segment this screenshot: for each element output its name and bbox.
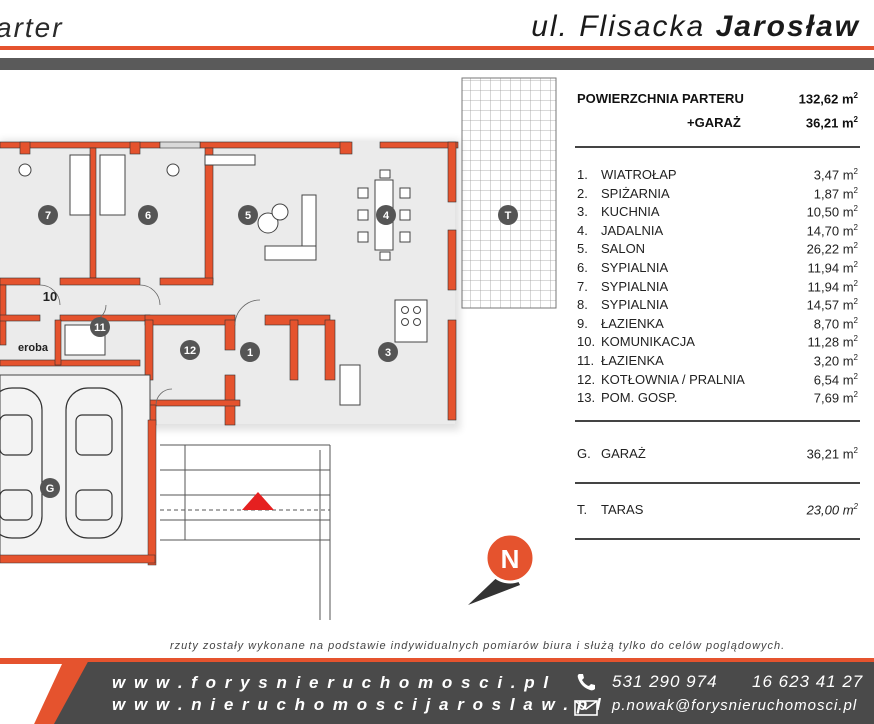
website-link-2[interactable]: w w w . n i e r u c h o m o s c i j a r …: [112, 695, 603, 714]
header-accent-line: [0, 46, 874, 50]
phone-number-2[interactable]: 16 623 41 27: [752, 672, 864, 691]
room-area: 11,94 m2: [807, 278, 858, 294]
garage: [0, 374, 151, 561]
svg-text:10: 10: [43, 289, 57, 304]
room-number: 3.: [577, 204, 588, 220]
room-name: SALON: [601, 241, 646, 257]
table-separator: [575, 538, 860, 540]
street-name: ul. Flisacka: [531, 10, 706, 43]
header: arter ul. Flisacka Jarosław: [0, 0, 874, 60]
parter-area-label: POWIERZCHNIA PARTERU: [577, 91, 744, 106]
table-separator: [575, 482, 860, 484]
svg-text:5: 5: [245, 210, 251, 222]
disclaimer-note: rzuty zostały wykonane na podstawie indy…: [170, 640, 786, 652]
room-name: WIATROŁAP: [601, 167, 677, 182]
room-name: ŁAZIENKA: [601, 315, 664, 331]
room-name: POM. GOSP.: [601, 390, 678, 406]
room-name: KUCHNIA: [601, 204, 660, 220]
svg-text:N: N: [501, 544, 520, 574]
garage-plus-value: 36,21 m2: [805, 115, 858, 131]
header-right-title: ul. Flisacka Jarosław: [531, 10, 860, 44]
room-number: 6.: [577, 260, 588, 275]
garage-plus-label: +GARAŻ: [687, 115, 741, 130]
room-name: JADALNIA: [601, 222, 664, 238]
door-swings: [39, 284, 261, 406]
room-labels: 7 6 5 4 T 10 11 12 1 3 G eroba: [18, 205, 518, 498]
room-number: 10.: [577, 334, 596, 350]
table-separator: [575, 420, 860, 422]
room-area: 7,69 m2: [813, 390, 858, 406]
floor-plan: 7 6 5 4 T 10 11 12 1 3 G eroba N: [0, 77, 557, 620]
email-icon: [574, 700, 598, 716]
room-number: 11.: [577, 353, 595, 368]
compass-icon: N: [468, 532, 536, 605]
entrance-arrow: [242, 492, 274, 510]
svg-text:11: 11: [94, 322, 106, 334]
room-name: SYPIALNIA: [601, 297, 669, 313]
city-name: Jarosław: [715, 10, 860, 43]
room-number: 13.: [577, 390, 596, 406]
room-area: 10,50 m2: [806, 204, 858, 220]
room-name: SPIŻARNIA: [601, 185, 670, 201]
room-area: 8,70 m2: [813, 315, 858, 332]
phone-number-1[interactable]: 531 290 974: [612, 672, 718, 691]
svg-text:1: 1: [247, 347, 253, 359]
room-name: KOTŁOWNIA / PRALNIA: [601, 371, 745, 387]
room-number: 12.: [577, 371, 596, 387]
svg-text:G: G: [46, 483, 55, 495]
room-area: 11,94 m2: [807, 260, 858, 276]
room-number: 7.: [577, 278, 588, 294]
footer: [0, 660, 874, 724]
room-area: 6,54 m2: [813, 371, 858, 387]
walls: [0, 141, 459, 426]
room-number: 9.: [577, 315, 588, 331]
header-left-title: arter: [0, 12, 64, 43]
driveway: [160, 444, 331, 620]
room-number: 2.: [577, 185, 588, 201]
room-area: 3,47 m2: [813, 167, 858, 183]
svg-text:T: T: [505, 210, 512, 222]
svg-text:4: 4: [383, 210, 390, 222]
room-number: 8.: [577, 297, 588, 313]
room-name: SYPIALNIA: [601, 260, 669, 275]
parter-area-value: 132,62 m2: [798, 91, 858, 107]
cars: [0, 387, 123, 539]
website-link-1[interactable]: w w w . f o r y s n i e r u c h o m o s …: [112, 673, 551, 692]
email-address[interactable]: p.nowak@forysnieruchomosci.pl: [612, 697, 858, 714]
room-name: SYPIALNIA: [601, 278, 669, 294]
svg-text:7: 7: [45, 210, 51, 222]
phone-icon: [577, 674, 595, 691]
room-number: 1.: [577, 167, 588, 182]
room-area: 14,57 m2: [806, 297, 858, 313]
room-area: 1,87 m2: [813, 185, 858, 201]
furniture: [18, 154, 428, 406]
room-area: 11,28 m2: [807, 334, 858, 350]
room-number: 4.: [577, 222, 588, 238]
room-area: 14,70 m2: [806, 222, 858, 239]
svg-text:3: 3: [385, 347, 391, 359]
room-area: 3,20 m2: [813, 353, 858, 369]
room-name: KOMUNIKACJA: [601, 334, 695, 350]
room-area: 26,22 m2: [806, 241, 858, 257]
table-separator: [575, 146, 860, 148]
header-grey-band: [0, 58, 874, 70]
svg-text:eroba: eroba: [18, 342, 49, 354]
footer-accent-line: [0, 658, 874, 662]
terrace: [461, 77, 557, 309]
svg-text:6: 6: [145, 210, 151, 222]
room-name: ŁAZIENKA: [601, 353, 664, 368]
svg-text:12: 12: [184, 345, 196, 357]
room-number: 5.: [577, 241, 588, 257]
